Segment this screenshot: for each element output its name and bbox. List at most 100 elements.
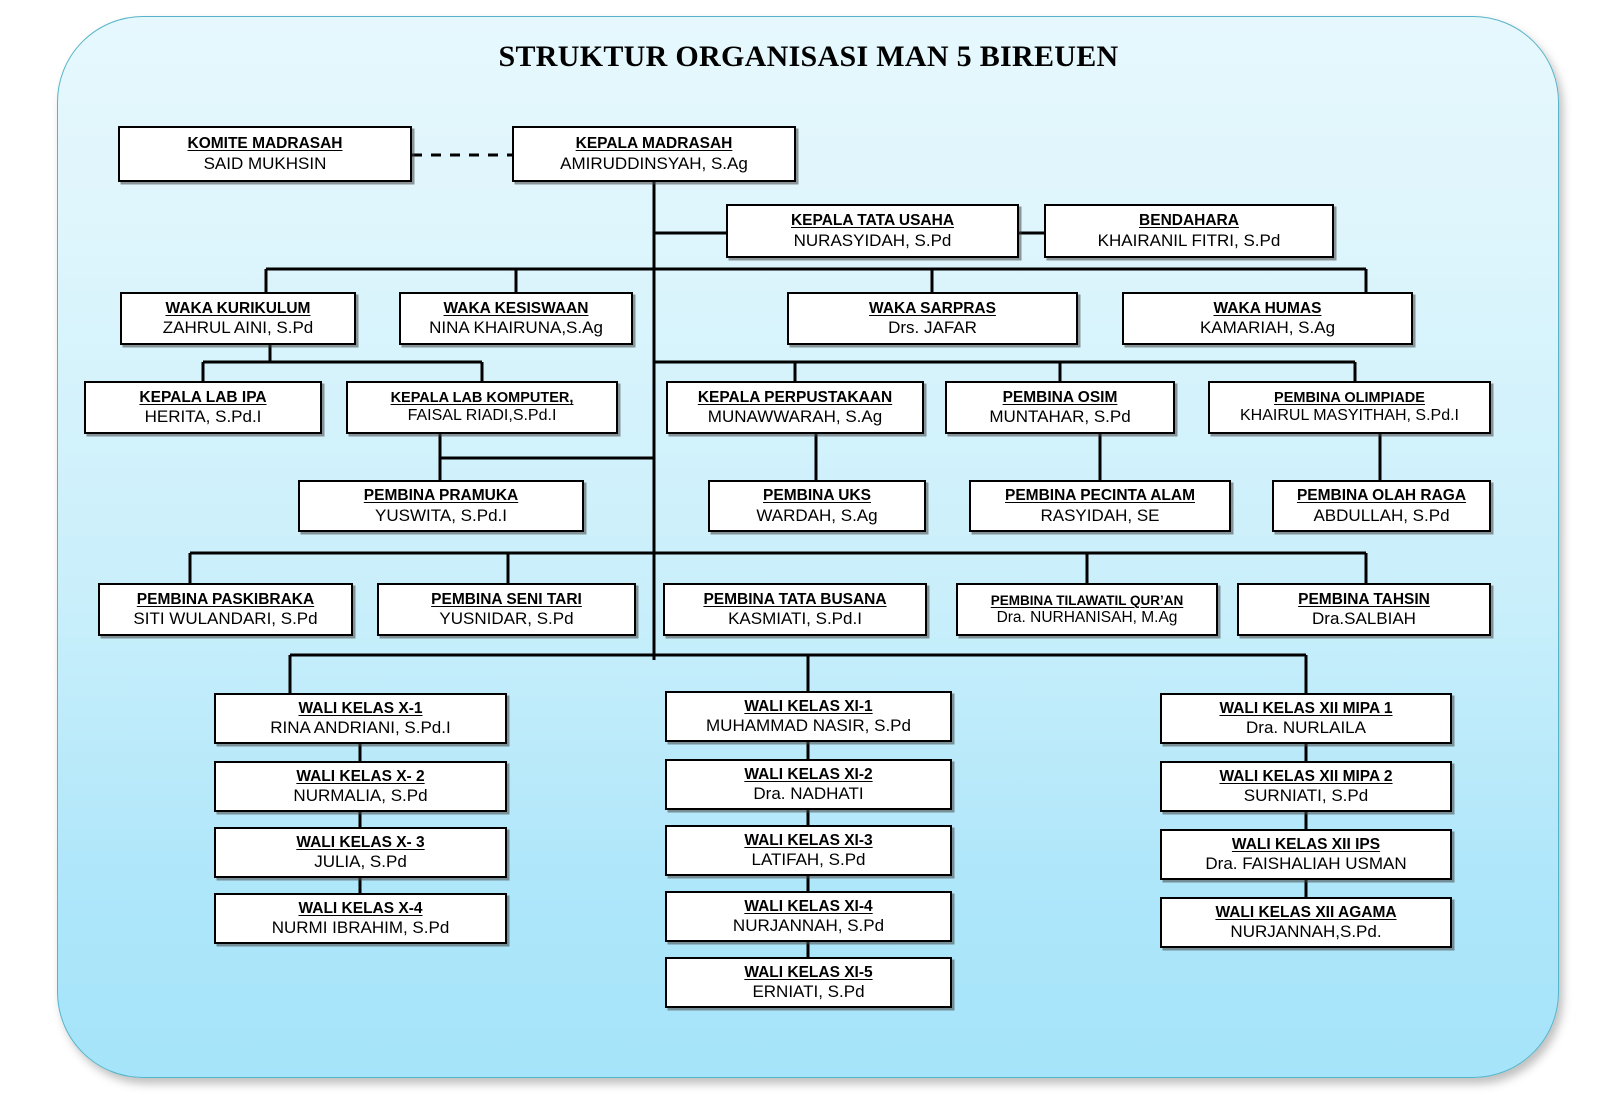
node-person: ABDULLAH, S.Pd — [1313, 505, 1450, 525]
node-pembina-pramuka[interactable]: PEMBINA PRAMUKA YUSWITA, S.Pd.I — [298, 480, 584, 532]
node-kepala-madrasah[interactable]: KEPALA MADRASAH AMIRUDDINSYAH, S.Ag — [512, 126, 796, 182]
node-waka-sarpras[interactable]: WAKA SARPRAS Drs. JAFAR — [787, 292, 1078, 345]
node-title: WALI KELAS XI-3 — [744, 831, 873, 849]
node-kepala-lab-ipa[interactable]: KEPALA LAB IPA HERITA, S.Pd.I — [84, 381, 322, 434]
page-title: STRUKTUR ORGANISASI MAN 5 BIREUEN — [498, 40, 1119, 73]
node-pembina-uks[interactable]: PEMBINA UKS WARDAH, S.Ag — [708, 480, 926, 532]
node-bendahara[interactable]: BENDAHARA KHAIRANIL FITRI, S.Pd — [1044, 204, 1334, 258]
node-title: WAKA KURIKULUM — [165, 299, 311, 317]
node-wali-kelas-xi-4[interactable]: WALI KELAS XI-4 NURJANNAH, S.Pd — [665, 891, 952, 942]
node-title: WALI KELAS X- 3 — [296, 833, 425, 851]
node-title: PEMBINA PASKIBRAKA — [136, 590, 315, 608]
node-title: BENDAHARA — [1139, 212, 1239, 230]
node-title: WALI KELAS XI-4 — [744, 897, 873, 915]
node-person: Dra. NURHANISAH, M.Ag — [996, 608, 1178, 626]
node-pembina-osim[interactable]: PEMBINA OSIM MUNTAHAR, S.Pd — [945, 381, 1175, 434]
node-person: SITI WULANDARI, S.Pd — [133, 609, 318, 629]
node-person: YUSWITA, S.Pd.I — [375, 505, 507, 525]
node-person: KAMARIAH, S.Ag — [1199, 318, 1336, 338]
node-title: WALI KELAS XII AGAMA — [1215, 903, 1397, 921]
node-title: WALI KELAS XI-2 — [744, 765, 873, 783]
node-pembina-tilawatil-quran[interactable]: PEMBINA TILAWATIL QUR’AN Dra. NURHANISAH… — [956, 583, 1218, 636]
node-title: KOMITE MADRASAH — [187, 135, 343, 153]
node-person: NURMI IBRAHIM, S.Pd — [271, 918, 450, 938]
node-waka-kesiswaan[interactable]: WAKA KESISWAAN NINA KHAIRUNA,S.Ag — [399, 292, 633, 345]
node-wali-kelas-xi-2[interactable]: WALI KELAS XI-2 Dra. NADHATI — [665, 759, 952, 810]
node-person: KHAIRUL MASYITHAH, S.Pd.I — [1239, 407, 1459, 425]
node-waka-humas[interactable]: WAKA HUMAS KAMARIAH, S.Ag — [1122, 292, 1413, 345]
node-title: PEMBINA TAHSIN — [1298, 590, 1430, 608]
node-title: PEMBINA UKS — [763, 487, 871, 505]
node-person: RASYIDAH, SE — [1040, 505, 1160, 525]
node-title: WAKA SARPRAS — [869, 299, 996, 317]
node-pembina-olah-raga[interactable]: PEMBINA OLAH RAGA ABDULLAH, S.Pd — [1272, 480, 1491, 532]
node-person: NURMALIA, S.Pd — [293, 786, 428, 806]
node-title: WALI KELAS XI-1 — [744, 697, 873, 715]
node-wali-kelas-xii-mipa-1[interactable]: WALI KELAS XII MIPA 1 Dra. NURLAILA — [1160, 693, 1452, 744]
node-pembina-tahsin[interactable]: PEMBINA TAHSIN Dra.SALBIAH — [1237, 583, 1491, 636]
node-person: Drs. JAFAR — [888, 318, 977, 338]
node-title: KEPALA PERPUSTAKAAN — [697, 388, 893, 406]
node-title: WALI KELAS XI-5 — [744, 963, 873, 981]
node-pembina-paskibraka[interactable]: PEMBINA PASKIBRAKA SITI WULANDARI, S.Pd — [98, 583, 353, 636]
node-title: WALI KELAS X-1 — [298, 699, 423, 717]
node-wali-kelas-x-2[interactable]: WALI KELAS X- 2 NURMALIA, S.Pd — [214, 761, 507, 812]
node-pembina-tata-busana[interactable]: PEMBINA TATA BUSANA KASMIATI, S.Pd.I — [663, 583, 927, 636]
node-waka-kurikulum[interactable]: WAKA KURIKULUM ZAHRUL AINI, S.Pd — [120, 292, 356, 345]
node-title: WALI KELAS XII IPS — [1231, 835, 1381, 853]
node-person: MUNTAHAR, S.Pd — [989, 407, 1131, 427]
node-wali-kelas-x-4[interactable]: WALI KELAS X-4 NURMI IBRAHIM, S.Pd — [214, 893, 507, 944]
node-wali-kelas-xii-ips[interactable]: WALI KELAS XII IPS Dra. FAISHALIAH USMAN — [1160, 829, 1452, 880]
node-wali-kelas-xi-5[interactable]: WALI KELAS XI-5 ERNIATI, S.Pd — [665, 957, 952, 1008]
node-pembina-olimpiade[interactable]: PEMBINA OLIMPIADE KHAIRUL MASYITHAH, S.P… — [1208, 381, 1491, 434]
node-person: Dra.SALBIAH — [1312, 609, 1416, 629]
node-person: FAISAL RIADI,S.Pd.I — [407, 407, 557, 425]
node-person: NINA KHAIRUNA,S.Ag — [429, 318, 603, 338]
node-kepala-tata-usaha[interactable]: KEPALA TATA USAHA NURASYIDAH, S.Pd — [726, 204, 1019, 258]
node-title: KEPALA LAB KOMPUTER, — [390, 389, 574, 406]
node-wali-kelas-xii-agama[interactable]: WALI KELAS XII AGAMA NURJANNAH,S.Pd. — [1160, 897, 1452, 948]
node-kepala-lab-komputer[interactable]: KEPALA LAB KOMPUTER, FAISAL RIADI,S.Pd.I — [346, 381, 618, 434]
node-pembina-seni-tari[interactable]: PEMBINA SENI TARI YUSNIDAR, S.Pd — [377, 583, 636, 636]
node-title: WALI KELAS X-4 — [298, 899, 423, 917]
node-pembina-pecinta-alam[interactable]: PEMBINA PECINTA ALAM RASYIDAH, SE — [969, 480, 1231, 532]
node-person: ZAHRUL AINI, S.Pd — [162, 318, 314, 338]
node-person: SURNIATI, S.Pd — [1243, 786, 1369, 806]
node-title: KEPALA TATA USAHA — [790, 212, 955, 230]
node-person: SAID MUKHSIN — [203, 153, 327, 173]
node-title: WAKA HUMAS — [1213, 299, 1322, 317]
node-person: JULIA, S.Pd — [314, 852, 407, 872]
node-title: PEMBINA OLAH RAGA — [1296, 487, 1467, 505]
node-title: WALI KELAS X- 2 — [296, 767, 425, 785]
node-person: ERNIATI, S.Pd — [752, 982, 865, 1002]
node-title: PEMBINA PECINTA ALAM — [1004, 487, 1195, 505]
node-title: PEMBINA TATA BUSANA — [703, 590, 887, 608]
node-wali-kelas-x-3[interactable]: WALI KELAS X- 3 JULIA, S.Pd — [214, 827, 507, 878]
node-title: PEMBINA PRAMUKA — [363, 487, 519, 505]
node-person: YUSNIDAR, S.Pd — [439, 609, 574, 629]
node-person: Dra. NADHATI — [753, 784, 864, 804]
node-title: PEMBINA SENI TARI — [431, 590, 582, 608]
node-person: LATIFAH, S.Pd — [751, 850, 866, 870]
node-title: WAKA KESISWAAN — [443, 299, 589, 317]
node-title: WALI KELAS XII MIPA 2 — [1219, 767, 1393, 785]
node-komite-madrasah[interactable]: KOMITE MADRASAH SAID MUKHSIN — [118, 126, 412, 182]
node-wali-kelas-x-1[interactable]: WALI KELAS X-1 RINA ANDRIANI, S.Pd.I — [214, 693, 507, 744]
node-title: KEPALA LAB IPA — [139, 388, 267, 406]
node-person: Dra. FAISHALIAH USMAN — [1205, 854, 1407, 874]
node-person: NURJANNAH,S.Pd. — [1230, 922, 1382, 942]
node-person: MUHAMMAD NASIR, S.Pd — [706, 716, 911, 736]
node-person: RINA ANDRIANI, S.Pd.I — [270, 718, 451, 738]
node-wali-kelas-xi-3[interactable]: WALI KELAS XI-3 LATIFAH, S.Pd — [665, 825, 952, 876]
node-kepala-perpustakaan[interactable]: KEPALA PERPUSTAKAAN MUNAWWARAH, S.Ag — [666, 381, 924, 434]
node-person: WARDAH, S.Ag — [756, 505, 878, 525]
node-title: PEMBINA TILAWATIL QUR’AN — [990, 592, 1184, 608]
node-title: KEPALA MADRASAH — [575, 135, 733, 153]
node-person: NURASYIDAH, S.Pd — [793, 230, 952, 250]
node-person: MUNAWWARAH, S.Ag — [707, 407, 883, 427]
node-person: NURJANNAH, S.Pd — [732, 916, 885, 936]
node-wali-kelas-xii-mipa-2[interactable]: WALI KELAS XII MIPA 2 SURNIATI, S.Pd — [1160, 761, 1452, 812]
node-wali-kelas-xi-1[interactable]: WALI KELAS XI-1 MUHAMMAD NASIR, S.Pd — [665, 691, 952, 742]
node-person: KHAIRANIL FITRI, S.Pd — [1097, 230, 1281, 250]
